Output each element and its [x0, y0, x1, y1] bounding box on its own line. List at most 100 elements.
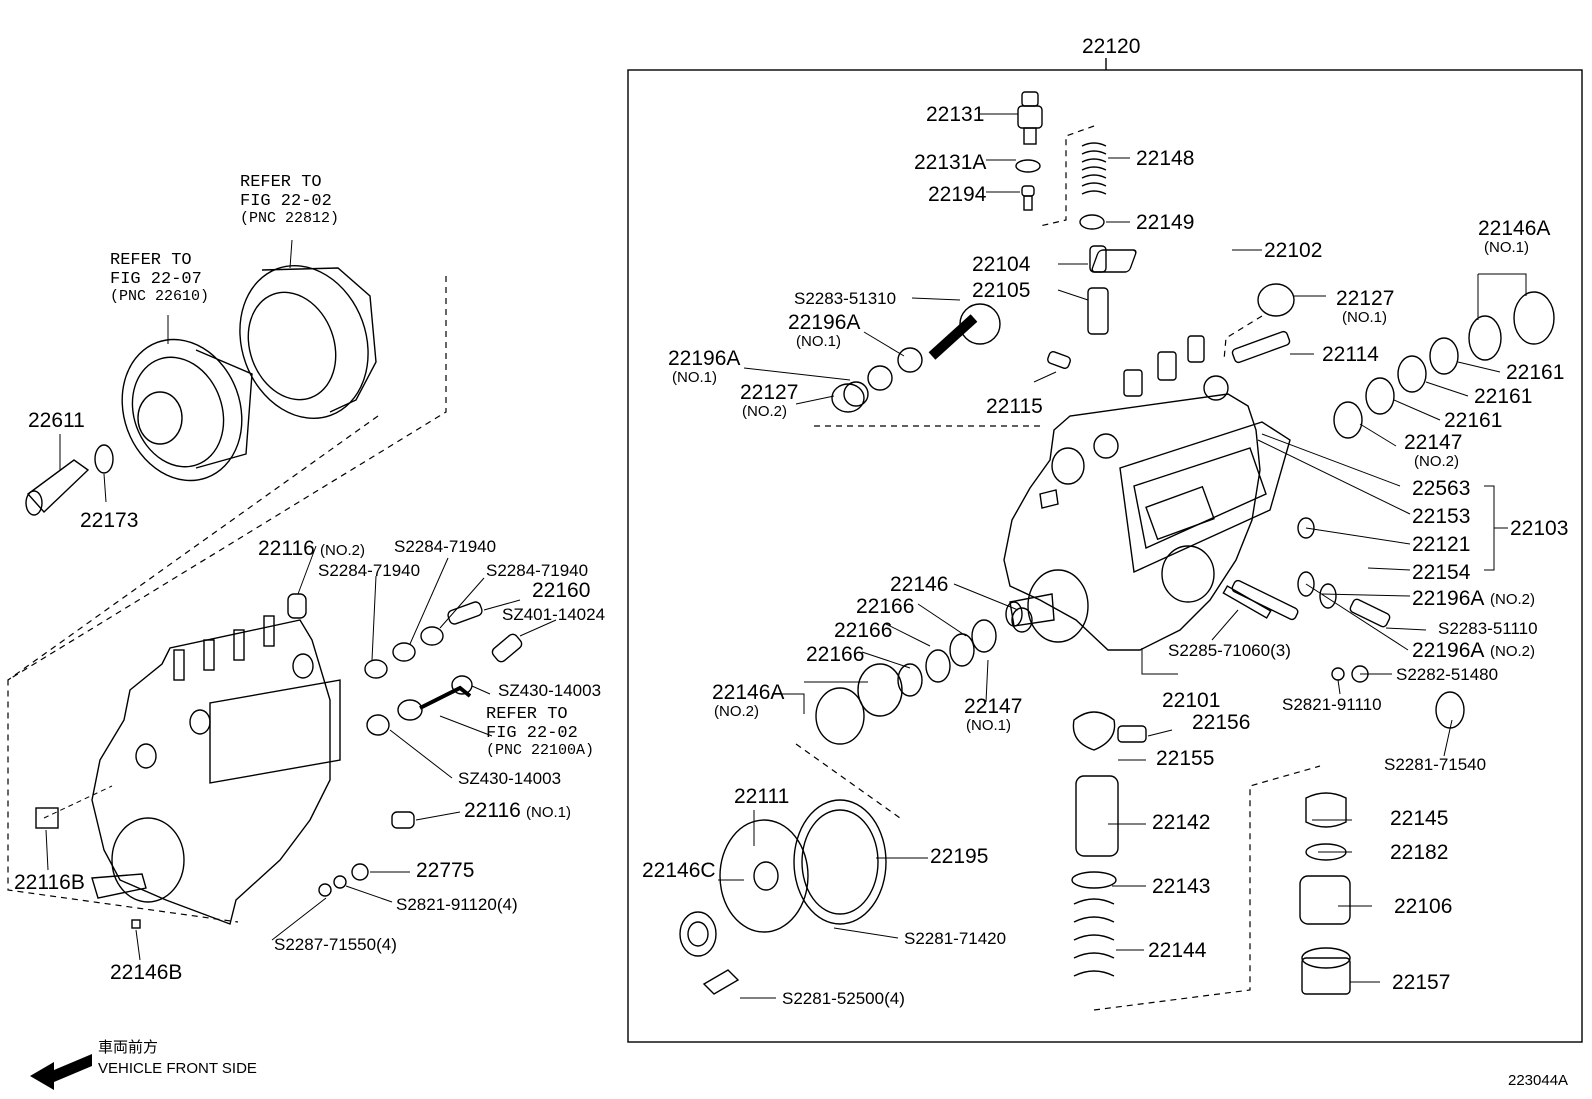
part-label[interactable]: S2283-51310 [794, 289, 897, 308]
gasket-a [364, 659, 388, 679]
part-variant: (NO.2) [1414, 453, 1459, 470]
part-label[interactable]: 22144 [1148, 939, 1207, 962]
part-label[interactable]: S2282-51480 [1396, 665, 1499, 684]
part-label[interactable]: 22196A [788, 311, 861, 334]
part-label[interactable]: S2284-71940 [486, 561, 589, 580]
part-label[interactable]: 22611 [28, 409, 85, 432]
part-variant: (NO.1) [526, 804, 571, 821]
part-label[interactable]: 22131A [914, 151, 987, 174]
part-label[interactable]: 22154 [1412, 561, 1471, 584]
guide-lines-right-top [814, 125, 1263, 427]
part-label[interactable]: 22145 [1390, 807, 1449, 830]
part-label[interactable]: SZ401-14024 [502, 605, 606, 624]
part-label[interactable]: S2821-91120(4) [396, 895, 518, 914]
part-label[interactable]: 22111 [734, 785, 790, 808]
part-label[interactable]: 22155 [1156, 747, 1215, 770]
shaft-coupling [25, 434, 90, 516]
part-label[interactable]: 22101 [1162, 689, 1221, 712]
part-label[interactable]: 22127 [740, 381, 799, 404]
washer-s2821 [333, 875, 347, 889]
part-label[interactable]: 22196A [668, 347, 741, 370]
part-label[interactable]: 22105 [972, 279, 1031, 302]
reference-line: (PNC 22100A) [486, 742, 595, 760]
gasket-d [451, 675, 473, 695]
part-label[interactable]: 22166 [856, 595, 915, 618]
part-variant: (NO.1) [1342, 309, 1387, 326]
part-label[interactable]: 22166 [806, 643, 865, 666]
part-label[interactable]: 22563 [1412, 477, 1471, 500]
part-label[interactable]: 22143 [1152, 875, 1211, 898]
part-variant: (NO.2) [1490, 591, 1535, 608]
part-label[interactable]: 22182 [1390, 841, 1449, 864]
part-label[interactable]: 22146A [712, 681, 785, 704]
part-label[interactable]: S2281-71540 [1384, 755, 1487, 774]
part-label[interactable]: 22153 [1412, 505, 1471, 528]
part-label[interactable]: 22146C [642, 859, 716, 882]
part-label[interactable]: 22106 [1394, 895, 1453, 918]
gasket-e [366, 714, 390, 736]
part-variant: (NO.1) [796, 333, 841, 350]
part-label[interactable]: 22146 [890, 573, 949, 596]
part-label[interactable]: 22146A [1478, 217, 1551, 240]
part-label[interactable]: 22121 [1412, 533, 1471, 556]
part-label[interactable]: 22156 [1192, 711, 1251, 734]
part-label[interactable]: 22103 [1510, 517, 1569, 540]
part-label[interactable]: 22161 [1506, 361, 1565, 384]
reference-line: FIG 22-07 [110, 269, 202, 289]
part-label[interactable]: 22194 [928, 183, 987, 206]
part-label[interactable]: 22195 [930, 845, 989, 868]
part-label[interactable]: S2284-71940 [394, 537, 497, 556]
part-label[interactable]: 22173 [80, 509, 139, 532]
vehicle-front-arrow-icon [30, 1054, 92, 1090]
part-label[interactable]: S2281-52500(4) [782, 989, 905, 1008]
part-variant: (NO.2) [714, 703, 759, 720]
part-label[interactable]: 22147 [964, 695, 1023, 718]
reference-line: FIG 22-02 [240, 191, 332, 211]
fitting-22160 [447, 601, 483, 625]
part-label[interactable]: 22131 [926, 103, 985, 126]
part-label[interactable]: SZ430-14003 [458, 769, 562, 788]
fitting-sz401 [491, 633, 523, 663]
direction-label-jp: 車両前方 [98, 1039, 159, 1056]
part-label[interactable]: 22142 [1152, 811, 1211, 834]
part-label[interactable]: S2285-71060(3) [1168, 641, 1291, 660]
part-label[interactable]: 22157 [1392, 971, 1451, 994]
part-label[interactable]: 22148 [1136, 147, 1195, 170]
washer-22173 [94, 444, 114, 474]
part-label[interactable]: 22116B [14, 871, 85, 894]
part-label[interactable]: 22127 [1336, 287, 1395, 310]
part-label[interactable]: S2821-91110 [1282, 695, 1382, 714]
plug-22116b [35, 807, 59, 829]
part-variant: (NO.1) [672, 369, 717, 386]
part-label[interactable]: SZ430-14003 [498, 681, 602, 700]
part-label[interactable]: 22149 [1136, 211, 1195, 234]
part-label[interactable]: 22775 [416, 859, 475, 882]
part-label[interactable]: S2283-51110 [1438, 619, 1538, 638]
reference-note-22812: REFER TO FIG 22-02 (PNC 22812) [240, 173, 339, 228]
part-label[interactable]: S2287-71550(4) [274, 935, 397, 954]
part-variant: (NO.1) [1484, 239, 1529, 256]
part-label[interactable]: 22146B [110, 961, 183, 984]
reference-line: FIG 22-02 [486, 723, 578, 743]
part-label[interactable]: 22161 [1444, 409, 1503, 432]
part-label[interactable]: 22116 [464, 799, 521, 822]
part-label[interactable]: 22161 [1474, 385, 1533, 408]
part-label[interactable]: 22196A [1412, 639, 1485, 662]
part-label[interactable]: 22115 [986, 395, 1043, 418]
part-label[interactable]: 22160 [532, 579, 591, 602]
part-label[interactable]: 22196A [1412, 587, 1485, 610]
part-label[interactable]: 22102 [1264, 239, 1323, 262]
part-variant: (NO.1) [966, 717, 1011, 734]
part-label[interactable]: 22114 [1322, 343, 1379, 366]
part-label[interactable]: 22147 [1404, 431, 1463, 454]
part-label[interactable]: 22104 [972, 253, 1031, 276]
part-label[interactable]: 22116 [258, 537, 315, 560]
reference-line: REFER TO [110, 251, 192, 270]
guide-lines-right-bottom [795, 743, 1321, 1011]
pipe [419, 685, 472, 710]
part-label[interactable]: 22166 [834, 619, 893, 642]
part-label[interactable]: S2284-71940 [318, 561, 421, 580]
right-lower-parts [679, 517, 1465, 995]
part-label[interactable]: S2281-71420 [904, 929, 1007, 948]
